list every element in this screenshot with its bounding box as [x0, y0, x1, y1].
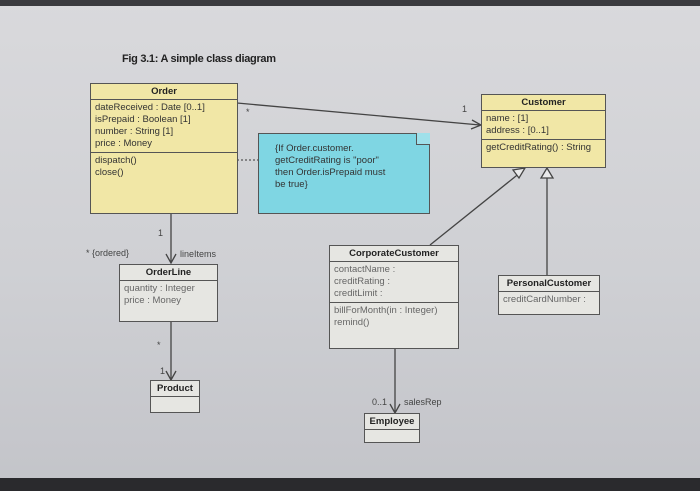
orderline-class-name: OrderLine: [120, 265, 217, 281]
order-class[interactable]: Order dateReceived : Date [0..1] isPrepa…: [90, 83, 238, 214]
corporate-op-remind: remind(): [334, 317, 370, 328]
order-line-one-label: 1: [158, 228, 164, 238]
line-items-role-label: lineItems: [180, 249, 217, 259]
order-op-dispatch: dispatch(): [95, 155, 137, 166]
personal-customer-class[interactable]: PersonalCustomer creditCardNumber :: [498, 275, 600, 315]
constraint-note[interactable]: {If Order.customer. getCreditRating is "…: [258, 133, 430, 214]
customer-operations: getCreditRating() : String: [482, 140, 605, 156]
order-customer-many-label: *: [246, 107, 250, 117]
customer-class[interactable]: Customer name : [1] address : [0..1] get…: [481, 94, 606, 168]
personal-generalization-head: [539, 166, 555, 179]
personal-customer-class-name: PersonalCustomer: [499, 276, 599, 292]
corporate-customer-attributes: contactName : creditRating : creditLimit…: [330, 262, 458, 303]
order-operations: dispatch() close(): [91, 153, 237, 181]
personal-attr-credit-card-number: creditCardNumber :: [503, 294, 586, 305]
corporate-customer-operations: billForMonth(in : Integer) remind(): [330, 303, 458, 331]
employee-class-name: Employee: [365, 414, 419, 430]
personal-customer-attributes: creditCardNumber :: [499, 292, 599, 308]
orderline-attributes: quantity : Integer price : Money: [120, 281, 217, 309]
order-attr-date-received: dateReceived : Date [0..1]: [95, 102, 205, 113]
product-class[interactable]: Product: [150, 380, 200, 413]
order-customer-association: [236, 102, 481, 126]
sales-rep-multiplicity-label: 0..1: [372, 397, 388, 407]
order-attr-price: price : Money: [95, 138, 153, 149]
note-line-4: be true}: [275, 179, 308, 190]
note-line-3: then Order.isPrepaid must: [275, 167, 386, 178]
note-fold-corner: [416, 133, 430, 145]
employee-body: [365, 430, 419, 438]
customer-attr-address: address : [0..1]: [486, 125, 549, 136]
customer-op-get-credit-rating: getCreditRating() : String: [486, 142, 592, 153]
corporate-customer-class-name: CorporateCustomer: [330, 246, 458, 262]
order-attributes: dateReceived : Date [0..1] isPrepaid : B…: [91, 100, 237, 153]
orderline-attr-quantity: quantity : Integer: [124, 283, 195, 294]
corporate-op-bill-for-month: billForMonth(in : Integer): [334, 305, 438, 316]
corporate-attr-credit-limit: creditLimit :: [334, 288, 383, 299]
orderline-attr-price: price : Money: [124, 295, 182, 306]
note-line-2: getCreditRating is "poor": [275, 155, 379, 166]
corporate-generalization-head: [511, 167, 527, 180]
order-attr-number: number : String [1]: [95, 126, 174, 137]
corporate-customer-class[interactable]: CorporateCustomer contactName : creditRa…: [329, 245, 459, 349]
corporate-generalization: [429, 171, 522, 246]
sales-rep-role-label: salesRep: [404, 397, 442, 407]
customer-attributes: name : [1] address : [0..1]: [482, 111, 605, 140]
customer-class-name: Customer: [482, 95, 605, 111]
line-product-one-label: 1: [160, 366, 166, 376]
note-line-1: {If Order.customer.: [275, 143, 354, 154]
order-op-close: close(): [95, 167, 124, 178]
monitor-bezel-top: [0, 0, 700, 6]
figure-title: Fig 3.1: A simple class diagram: [122, 53, 276, 65]
corporate-attr-credit-rating: creditRating :: [334, 276, 390, 287]
orderline-class[interactable]: OrderLine quantity : Integer price : Mon…: [119, 264, 218, 322]
corporate-attr-contact-name: contactName :: [334, 264, 396, 275]
employee-class[interactable]: Employee: [364, 413, 420, 443]
order-line-many-label: * {ordered}: [86, 248, 130, 258]
order-orderline-arrowhead: [165, 253, 177, 265]
customer-attr-name: name : [1]: [486, 113, 529, 124]
monitor-bezel-bottom: [0, 478, 700, 491]
product-body: [151, 397, 199, 407]
order-class-name: Order: [91, 84, 237, 100]
order-customer-one-label: 1: [462, 104, 468, 114]
product-class-name: Product: [151, 381, 199, 397]
line-product-many-label: *: [157, 340, 161, 350]
order-attr-is-prepaid: isPrepaid : Boolean [1]: [95, 114, 191, 125]
